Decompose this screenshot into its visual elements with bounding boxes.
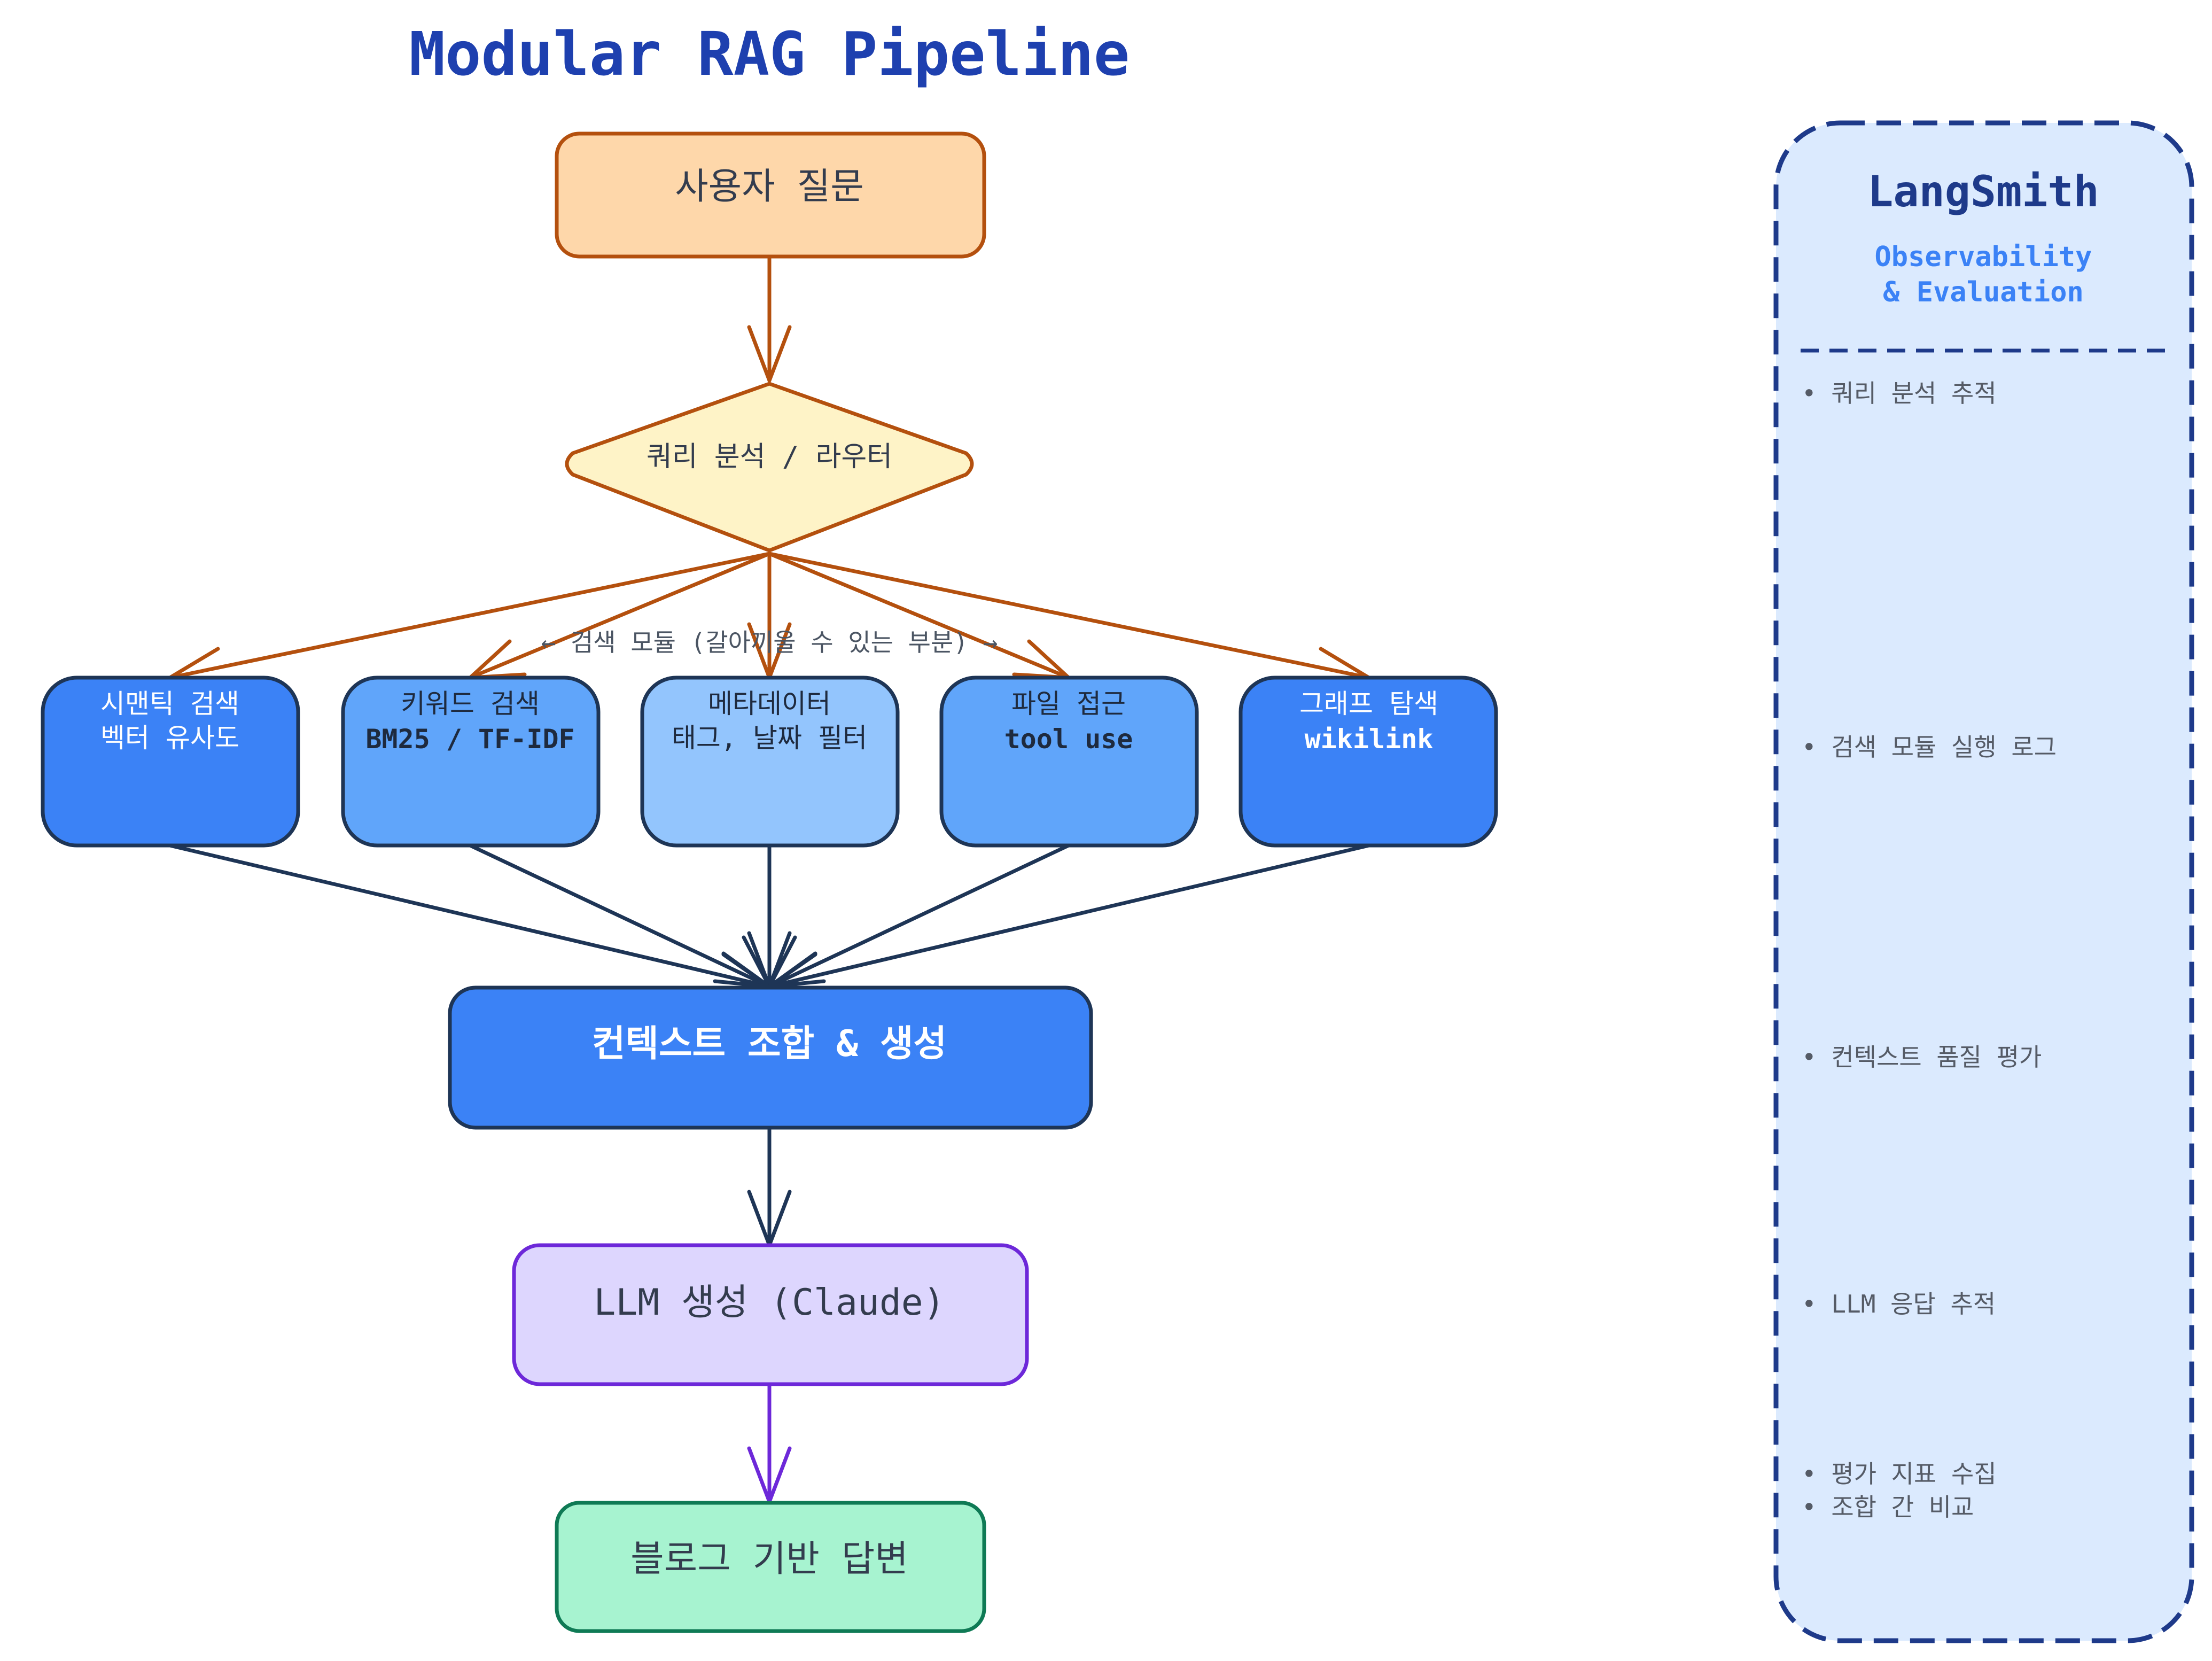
module-keyword-subtitle: BM25 / TF-IDF <box>365 724 574 755</box>
edge-router-to-keyword <box>468 552 772 680</box>
module-semantic-title: 시맨틱 검색 <box>100 688 239 719</box>
node-router-label: 쿼리 분석 / 라우터 <box>647 441 892 473</box>
edge-modules-to-context <box>168 843 1371 989</box>
module-keyword-search: 키워드 검색 BM25 / TF-IDF <box>341 676 601 848</box>
node-answer-label: 블로그 기반 답변 <box>630 1538 908 1580</box>
module-keyword-title: 키워드 검색 <box>401 688 540 719</box>
module-file-access: 파일 접근 tool use <box>939 676 1199 848</box>
module-metadata-title: 메타데이터 <box>708 688 831 719</box>
langsmith-item-retrieval-log: • 검색 모듈 실행 로그 <box>1802 733 2057 762</box>
edge-router-to-file <box>767 552 1071 680</box>
langsmith-item-metrics: • 평가 지표 수집 <box>1802 1460 1997 1488</box>
node-router: 쿼리 분석 / 라우터 <box>565 382 974 553</box>
node-user-question-label: 사용자 질문 <box>675 166 864 208</box>
module-graph-traversal: 그래프 탐색 wikilink <box>1239 676 1498 848</box>
module-semantic-search: 시맨틱 검색 벡터 유사도 <box>41 676 300 848</box>
node-context-combine: 컨텍스트 조합 & 생성 <box>448 985 1093 1130</box>
edge-llm-to-answer <box>747 1382 792 1504</box>
module-metadata-subtitle: 태그, 날짜 필터 <box>672 723 867 754</box>
node-llm-generation: LLM 생성 (Claude) <box>512 1243 1029 1386</box>
node-answer: 블로그 기반 답변 <box>555 1501 986 1633</box>
module-semantic-subtitle: 벡터 유사도 <box>100 723 239 754</box>
module-group-label: ← 검색 모듈 (갈아끼울 수 있는 부분) → <box>541 628 998 657</box>
module-graph-subtitle: wikilink <box>1305 724 1434 755</box>
langsmith-subtitle-line1: Observability <box>1875 241 2092 273</box>
edge-router-to-graph <box>767 552 1371 684</box>
langsmith-subtitle-line2: & Evaluation <box>1883 276 2084 308</box>
langsmith-item-context-eval: • 컨텍스트 품질 평가 <box>1802 1043 2042 1072</box>
edge-router-to-semantic <box>168 552 772 684</box>
page-title: Modular RAG Pipeline <box>409 20 1130 89</box>
node-user-question: 사용자 질문 <box>555 131 986 259</box>
edge-router-to-metadata <box>747 552 792 680</box>
edge-context-to-llm <box>747 1126 792 1247</box>
edge-question-to-router <box>747 254 792 383</box>
langsmith-item-compare: • 조합 간 비교 <box>1802 1493 1974 1522</box>
langsmith-panel: LangSmith Observability & Evaluation • 쿼… <box>1773 120 2194 1643</box>
langsmith-title: LangSmith <box>1867 167 2099 216</box>
module-file-title: 파일 접근 <box>1011 688 1126 719</box>
langsmith-item-query-trace: • 쿼리 분석 추적 <box>1802 379 1997 408</box>
langsmith-item-llm-trace: • LLM 응답 추적 <box>1802 1290 1996 1318</box>
module-metadata: 메타데이터 태그, 날짜 필터 <box>640 676 900 848</box>
node-llm-label: LLM 생성 (Claude) <box>594 1282 945 1324</box>
module-graph-title: 그래프 탐색 <box>1299 688 1438 719</box>
node-context-label: 컨텍스트 조합 & 생성 <box>592 1023 947 1065</box>
module-file-subtitle: tool use <box>1004 724 1133 755</box>
